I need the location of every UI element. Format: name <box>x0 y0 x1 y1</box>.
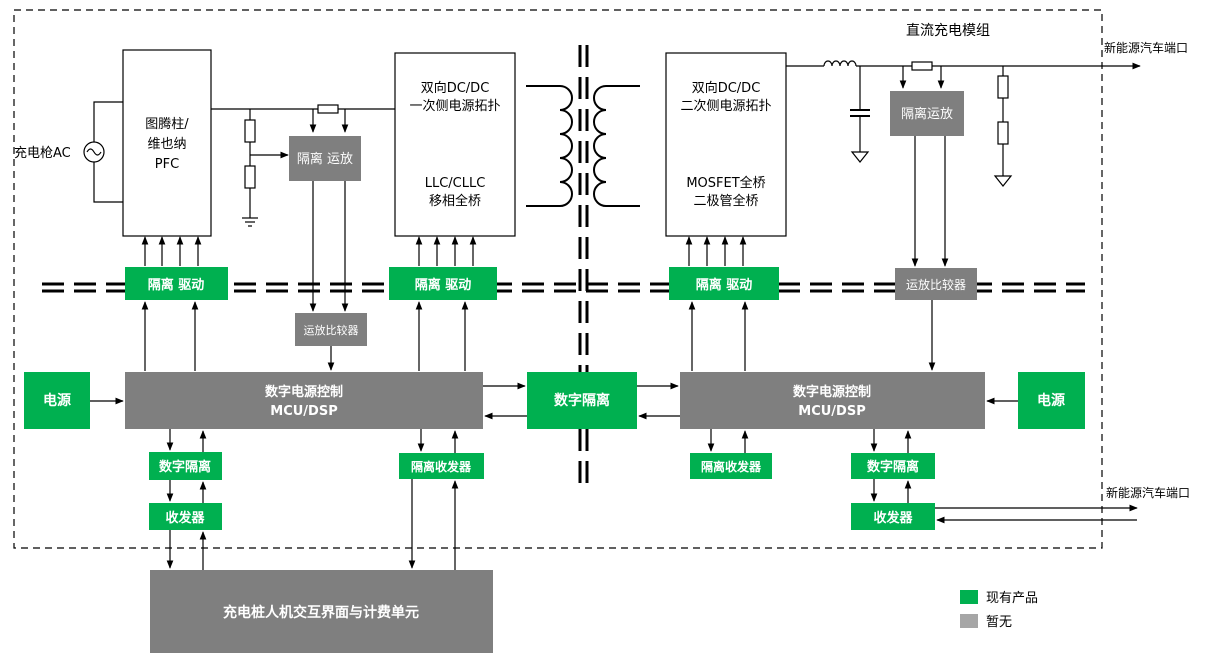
module-title: 直流充电模组 <box>906 22 990 39</box>
power-left-label: 电源 <box>43 392 71 409</box>
legend-swatch-existing <box>960 590 978 604</box>
iso-driver-2-label: 隔离 驱动 <box>415 277 472 293</box>
legend-label-existing: 现有产品 <box>986 591 1038 606</box>
iso-opamp-left-label: 隔离 运放 <box>297 151 353 167</box>
mcu-left <box>125 372 483 429</box>
iso-driver-3-label: 隔离 驱动 <box>696 277 753 293</box>
iso-driver-3 <box>669 267 779 300</box>
dcdc-primary-block <box>394 52 516 237</box>
iso-opamp-right <box>890 91 964 136</box>
feedback-arrows <box>309 136 949 371</box>
mcu-right-line1: 数字电源控制 <box>793 384 871 400</box>
dc-bus-left <box>211 104 395 227</box>
transceiver-right-label: 收发器 <box>873 510 913 526</box>
mcu-driver-arrows <box>141 301 749 371</box>
ev-port-top-label: 新能源汽车端口 <box>1104 40 1188 55</box>
iso-transceiver-left <box>399 453 484 479</box>
transceiver-left-label: 收发器 <box>165 510 205 526</box>
output-filter <box>786 60 1141 187</box>
hmi-unit-label: 充电桩人机交互界面与计费单元 <box>223 604 419 621</box>
dcdc-primary-line4: 移相全桥 <box>429 193 481 209</box>
power-left <box>24 372 90 429</box>
iso-opamp-left <box>289 136 361 181</box>
ev-port-bottom-label: 新能源汽车端口 <box>1106 485 1190 500</box>
dcdc-secondary-block <box>665 52 787 237</box>
dcdc-primary-line3: LLC/CLLC <box>425 176 486 191</box>
mcu-left-line2: MCU/DSP <box>270 404 337 419</box>
module-boundary <box>13 9 1103 549</box>
hmi-unit <box>150 570 493 653</box>
transformer-symbol <box>526 85 640 207</box>
dcdc-secondary-line3: MOSFET全桥 <box>686 175 765 191</box>
comm-arrows <box>166 429 1138 570</box>
iso-opamp-right-label: 隔离运放 <box>901 106 953 122</box>
dcdc-primary-line1: 双向DC/DC <box>421 80 490 96</box>
dcdc-primary-line2: 一次侧电源拓扑 <box>409 98 500 114</box>
pwm-arrows <box>141 236 747 266</box>
pfc-line1: 图腾柱/ <box>145 116 189 132</box>
pfc-block <box>122 49 212 237</box>
digital-iso-center <box>527 372 637 429</box>
digital-iso-right <box>851 453 935 479</box>
iso-driver-2 <box>389 267 497 300</box>
digital-iso-right-label: 数字隔离 <box>867 459 919 475</box>
mcu-left-line1: 数字电源控制 <box>265 384 343 400</box>
transceiver-left <box>149 503 222 530</box>
mcu-right <box>680 372 985 429</box>
power-right-label: 电源 <box>1037 392 1065 409</box>
pfc-line2: 维也纳 <box>147 137 186 152</box>
comparator-left <box>295 313 367 346</box>
legend-label-none: 暂无 <box>986 615 1012 630</box>
digital-iso-left <box>149 452 222 480</box>
iso-transceiver-left-label: 隔离收发器 <box>411 459 472 474</box>
digital-iso-left-label: 数字隔离 <box>159 459 211 475</box>
iso-transceiver-right <box>690 453 772 479</box>
mcu-horizontal-arrows <box>90 382 1018 420</box>
pfc-line3: PFC <box>155 157 179 172</box>
dcdc-secondary-line1: 双向DC/DC <box>692 80 761 96</box>
comparator-left-label: 运放比较器 <box>304 323 359 337</box>
dcdc-secondary-line2: 二次侧电源拓扑 <box>680 98 771 114</box>
transceiver-right <box>851 503 935 530</box>
iso-transceiver-right-label: 隔离收发器 <box>701 459 762 474</box>
iso-driver-1 <box>125 267 228 300</box>
digital-iso-center-label: 数字隔离 <box>554 392 610 409</box>
dcdc-secondary-line4: 二极管全桥 <box>693 193 758 209</box>
ac-source-label: 充电枪AC <box>14 145 71 161</box>
ac-source <box>83 101 123 203</box>
power-right <box>1018 372 1085 429</box>
legend-swatch-none <box>960 614 978 628</box>
iso-driver-1-label: 隔离 驱动 <box>148 277 205 293</box>
comparator-right <box>895 268 977 300</box>
mcu-right-line2: MCU/DSP <box>798 404 865 419</box>
comparator-right-label: 运放比较器 <box>906 277 966 292</box>
